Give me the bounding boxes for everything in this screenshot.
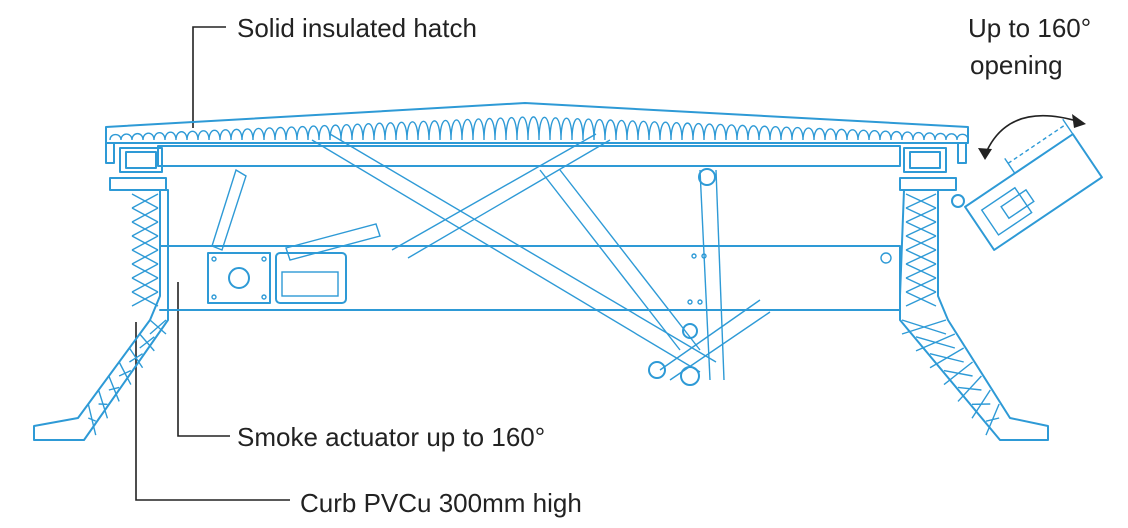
actuator-motor-icon [228,267,250,289]
dimension-ticks [1004,118,1074,174]
pivot-top [698,168,716,186]
opened-lid-seal-inner [1000,188,1035,220]
lid-frame-bar [157,145,901,167]
pivot-bottom [680,366,700,386]
control-unit-panel [281,271,339,297]
actuator-beam [159,245,901,311]
pivot-bottom-left [648,361,666,379]
opened-lid-seal [980,186,1033,236]
beam-end-hole [880,252,892,264]
right-seal-inner [909,151,941,169]
scissor-arm-e [699,169,711,381]
pivot-mid [682,323,698,339]
opened-lid-body [964,133,1103,251]
rivet-1 [691,253,697,259]
curb-label: Curb PVCu 300mm high [300,488,582,518]
curb-leader-line [135,322,290,501]
scissor-arm-d [659,299,761,371]
support-strut [211,168,247,251]
left-seal-profile [119,147,163,173]
opening-label-line2: opening [970,50,1063,80]
scissor-arm-a [311,139,701,373]
rivet-2 [701,253,707,259]
rivet-3 [687,299,693,305]
scissor-arm-e2 [715,169,725,381]
hinge-pivot [951,194,965,208]
scissor-arm-c [539,169,681,351]
actuator-rod [285,223,381,261]
opening-label-line1: Up to 160° [968,13,1091,43]
scissor-arm-b [391,133,597,251]
left-frame-cap [109,177,167,191]
screw-2 [261,256,267,262]
rivet-4 [697,299,703,305]
scissor-mechanism [211,133,771,386]
scissor-arm-c2 [559,169,701,351]
right-seal-profile [903,147,947,173]
actuator-label: Smoke actuator up to 160° [237,422,545,452]
dimension-line [1007,123,1067,164]
screw-3 [211,294,217,300]
label-group: Solid insulated hatch Up to 160° opening… [237,13,1091,518]
curved-double-arrow-icon [978,114,1086,160]
opened-hatch-detail [964,118,1103,251]
lid-left-lip [105,142,115,164]
scissor-arm-a2 [329,133,717,363]
actuator-motor-box [207,252,271,304]
lid-outline [105,102,969,144]
actuator-leader-line [177,282,230,437]
right-curb-hatching [901,193,1000,436]
hatch-label: Solid insulated hatch [237,13,477,43]
beam-outline [159,245,901,311]
control-unit-box [275,252,347,304]
left-curb-body [33,189,169,441]
left-curb [33,147,169,441]
right-frame-cap [899,177,957,191]
left-seal-inner [125,151,157,169]
scissor-arm-b2 [407,139,611,259]
right-curb-body [899,189,1049,441]
hatch-leader-line [192,26,226,128]
screw-1 [211,256,217,262]
right-curb [899,147,1049,441]
screw-4 [261,294,267,300]
scissor-arm-d2 [669,311,771,381]
lid-right-lip [957,142,967,164]
left-curb-hatching [87,193,167,436]
insulated-hatch-lid [105,102,969,167]
lid-insulation-pattern [109,116,969,141]
